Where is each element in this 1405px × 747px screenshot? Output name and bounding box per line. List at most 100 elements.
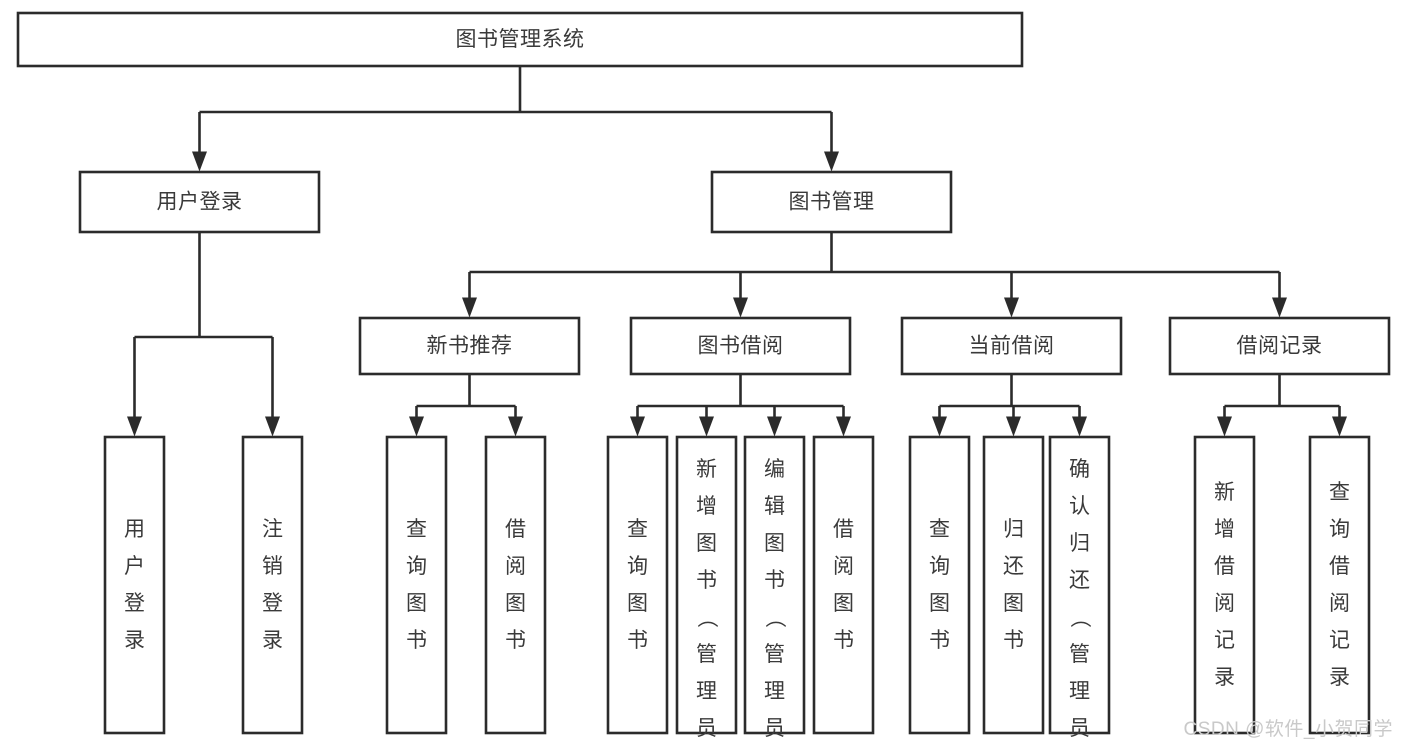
node-label-char: 户 <box>124 555 145 578</box>
node-label-char: 查 <box>627 518 648 541</box>
arrow-head-icon <box>462 297 477 318</box>
arrow-head-icon <box>1272 297 1287 318</box>
node-box[interactable] <box>358 316 581 376</box>
node-label-char: 注 <box>262 518 283 541</box>
node-box[interactable] <box>1193 435 1256 735</box>
arrow-head-icon <box>409 416 424 437</box>
node-box[interactable] <box>710 170 953 234</box>
node-label-char: 录 <box>1214 666 1235 689</box>
node-box[interactable] <box>743 435 806 735</box>
node-l3c[interactable]: 当前借阅 <box>900 316 1123 376</box>
node-box[interactable] <box>908 435 971 735</box>
arrow-head-icon <box>1217 416 1232 437</box>
node-label-char: 销 <box>262 555 283 578</box>
node-label-char: 记 <box>1214 629 1235 652</box>
arrow-head-icon <box>767 416 782 437</box>
node-label-char: 书 <box>764 569 785 592</box>
node-label-char: （ <box>695 607 718 628</box>
node-box[interactable] <box>103 435 166 735</box>
arrow-head-icon <box>192 151 207 172</box>
node-l3a[interactable]: 新书推荐 <box>358 316 581 376</box>
node-label-char: 借 <box>833 518 854 541</box>
arrow-head-icon <box>699 416 714 437</box>
node-label-char: 询 <box>627 555 648 578</box>
node-l3b[interactable]: 图书借阅 <box>629 316 852 376</box>
node-label-char: 借 <box>1214 555 1235 578</box>
arrow-head-icon <box>508 416 523 437</box>
node-box[interactable] <box>78 170 321 234</box>
node-label-char: 图 <box>1003 592 1024 615</box>
node-l4a1[interactable]: 用户登录 <box>103 435 166 735</box>
arrow-head-icon <box>1004 297 1019 318</box>
node-label-char: 查 <box>1329 481 1350 504</box>
arrow-head-icon <box>630 416 645 437</box>
node-label-char: 询 <box>1329 518 1350 541</box>
node-label-char: 书 <box>627 629 648 652</box>
node-label-char: 阅 <box>505 555 526 578</box>
connector-group <box>1217 374 1347 437</box>
node-label: 图书管理 <box>789 191 875 214</box>
node-label-char: 图 <box>406 592 427 615</box>
node-label-char: 借 <box>1329 555 1350 578</box>
arrow-head-icon <box>824 151 839 172</box>
node-box[interactable] <box>241 435 304 735</box>
node-box[interactable] <box>1048 435 1111 735</box>
node-label-char: 用 <box>124 518 145 541</box>
node-box[interactable] <box>385 435 448 735</box>
node-label-char: 记 <box>1329 629 1350 652</box>
node-label-char: 录 <box>1329 666 1350 689</box>
node-label-char: 图 <box>929 592 950 615</box>
node-box[interactable] <box>1308 435 1371 735</box>
node-label-char: 图 <box>833 592 854 615</box>
node-label-char: （ <box>1068 607 1091 628</box>
node-box[interactable] <box>484 435 547 735</box>
node-l2a[interactable]: 用户登录 <box>78 170 321 234</box>
node-box[interactable] <box>629 316 852 376</box>
node-label: 图书管理系统 <box>456 28 585 51</box>
node-label-char: 阅 <box>1214 592 1235 615</box>
node-label-char: （ <box>763 607 786 628</box>
node-box[interactable] <box>812 435 875 735</box>
node-box[interactable] <box>606 435 669 735</box>
node-l2b[interactable]: 图书管理 <box>710 170 953 234</box>
node-label-char: 管 <box>696 643 717 666</box>
node-label-char: 书 <box>1003 629 1024 652</box>
node-label-char: 书 <box>505 629 526 652</box>
node-label-char: 图 <box>505 592 526 615</box>
node-label-char: 新 <box>1214 481 1235 504</box>
node-box[interactable] <box>982 435 1045 735</box>
node-label-char: 录 <box>262 629 283 652</box>
node-label-char: 确 <box>1069 458 1090 481</box>
node-box[interactable] <box>1168 316 1391 376</box>
arrow-head-icon <box>836 416 851 437</box>
node-label-char: 书 <box>929 629 950 652</box>
node-label-char: 员 <box>764 717 785 740</box>
node-label-char: 书 <box>406 629 427 652</box>
node-label-char: 书 <box>696 569 717 592</box>
node-label-char: 辑 <box>764 495 785 518</box>
node-box[interactable] <box>900 316 1123 376</box>
connector-group <box>932 374 1087 437</box>
node-root[interactable]: 图书管理系统 <box>16 11 1024 68</box>
connector-group <box>630 374 851 437</box>
node-box[interactable] <box>675 435 738 735</box>
node-label-char: 增 <box>696 495 717 518</box>
node-l3d[interactable]: 借阅记录 <box>1168 316 1391 376</box>
node-label-char: 员 <box>696 717 717 740</box>
connector-group <box>462 232 1287 318</box>
arrow-head-icon <box>733 297 748 318</box>
node-box[interactable] <box>16 11 1024 68</box>
node-label-char: 认 <box>1069 495 1090 518</box>
